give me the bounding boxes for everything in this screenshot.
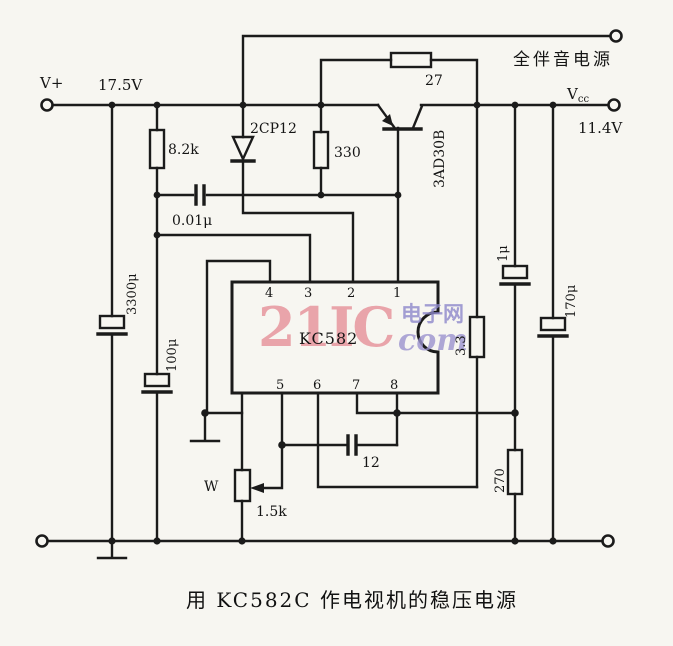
r27-label: 27	[425, 73, 443, 89]
audio-terminal	[609, 29, 623, 43]
r8k2-label: 8.2k	[168, 142, 199, 158]
vcc-subscript: cc	[578, 94, 590, 105]
branch-wires	[96, 58, 555, 560]
pin3-wire	[155, 233, 312, 284]
transistor-3ad30b	[376, 103, 424, 131]
audio-supply-label: 全伴音电源	[513, 50, 613, 70]
pin78-node-wire	[355, 391, 517, 447]
diode-pin2-wire	[241, 103, 355, 284]
ic-pin-4: 4	[265, 286, 273, 301]
capacitor-12	[346, 434, 358, 456]
transistor-label: 3AD30B	[432, 130, 448, 188]
capacitor-1u	[499, 264, 531, 286]
watermark-site: 电子网	[401, 301, 464, 326]
ic-pin-1: 1	[393, 286, 401, 301]
pin5-comp-wire	[262, 391, 399, 490]
watermark-domain: com	[398, 323, 468, 358]
c100-label: 100μ	[165, 339, 180, 372]
resistor-27	[389, 51, 433, 69]
labels: V+ 17.5V 全伴音电源 Vcc 11.4V 8.2k 2CP12 330 …	[39, 50, 623, 520]
capacitor-3300u	[96, 314, 128, 336]
c001-label: 0.01μ	[172, 213, 212, 229]
junction-dots	[108, 101, 557, 545]
ic-pin-6: 6	[313, 378, 321, 393]
resistor-3.3	[468, 315, 486, 359]
r33-label: 3.3	[454, 335, 469, 356]
vcc-v: V	[566, 85, 579, 103]
ic-pin-5: 5	[276, 378, 284, 393]
diode-2cp12	[230, 135, 256, 163]
input-terminal	[40, 98, 54, 112]
resistor-270	[506, 448, 524, 496]
resistor-330	[312, 130, 330, 170]
c170-label: 170μ	[564, 285, 579, 318]
audio-supply-wire	[241, 34, 612, 107]
pin4-ground-wire	[203, 259, 272, 442]
capacitor-100u	[141, 372, 173, 394]
watermark: 21IC 电子网 com	[258, 295, 468, 359]
ic-pin-2: 2	[347, 286, 355, 301]
resistor-8.2k	[148, 128, 166, 170]
r330-label: 330	[334, 145, 361, 161]
c3300-label: 3300μ	[125, 273, 140, 315]
pin6-divider-wire	[316, 391, 479, 489]
r27-wire	[319, 58, 479, 107]
pot-value-label: 1.5k	[256, 504, 287, 520]
diode-label: 2CP12	[250, 121, 297, 137]
ic-kc582	[230, 280, 440, 395]
ic-name-label: KC582	[299, 329, 358, 348]
terminals	[35, 29, 623, 548]
figure-caption: 用 KC582C 作电视机的稳压电源	[186, 588, 518, 612]
ground-left-terminal	[35, 534, 49, 548]
ground-right-terminal	[601, 534, 615, 548]
ic-pin-7: 7	[352, 378, 360, 393]
c1u-label: 1μ	[496, 245, 511, 262]
vcc-voltage-label: 11.4V	[578, 119, 623, 137]
capacitor-170u	[537, 316, 569, 338]
vcc-terminal	[607, 98, 621, 112]
input-voltage-label: 17.5V	[98, 76, 143, 94]
capacitor-0.01u	[194, 184, 206, 206]
r270-label: 270	[493, 468, 508, 493]
input-label: V+	[39, 74, 63, 92]
watermark-brand: 21IC	[258, 295, 393, 359]
potentiometer	[233, 468, 264, 503]
pot-w-label: W	[204, 479, 219, 495]
c12-label: 12	[362, 455, 380, 471]
ic-pin-3: 3	[304, 286, 312, 301]
vcc-label: Vcc	[566, 85, 589, 105]
ic-pin-8: 8	[390, 378, 398, 393]
